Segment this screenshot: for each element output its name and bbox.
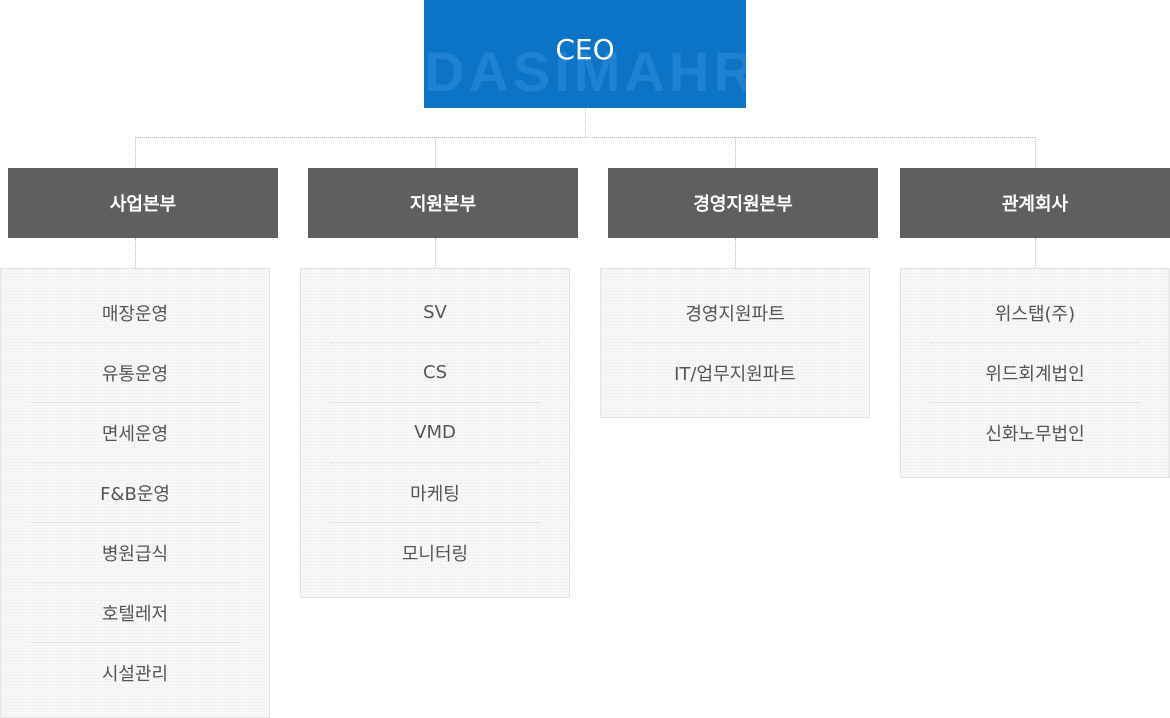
dept-connector <box>435 137 436 168</box>
ceo-watermark-logo: DASIMAHR <box>424 40 746 103</box>
dept-header-affiliates: 관계회사 <box>900 168 1170 238</box>
dept-units-support: SV CS VMD 마케팅 모니터링 <box>300 268 570 598</box>
sub-connector <box>435 238 436 268</box>
dept-units-business: 매장운영 유통운영 면세운영 F&B운영 병원급식 호텔레저 시설관리 <box>0 268 270 718</box>
unit-item: 유통운영 <box>31 342 239 402</box>
unit-item: 시설관리 <box>31 642 239 702</box>
unit-item: 매장운영 <box>101 303 169 325</box>
ceo-label: CEO <box>555 33 615 66</box>
dept-header-support: 지원본부 <box>308 168 578 238</box>
dept-units-management-support: 경영지원파트 IT/업무지원파트 <box>600 268 870 418</box>
ceo-node: DASIMAHR CEO <box>424 0 746 108</box>
unit-item: 경영지원파트 <box>685 303 785 325</box>
dept-connector <box>1035 137 1036 168</box>
unit-item: SV <box>423 302 447 323</box>
unit-item: 위드회계법인 <box>931 342 1139 402</box>
unit-item: 위스탭(주) <box>994 303 1076 325</box>
ceo-connector <box>585 108 586 137</box>
dept-units-affiliates: 위스탭(주) 위드회계법인 신화노무법인 <box>900 268 1170 478</box>
unit-item: CS <box>331 342 539 402</box>
dept-header-management-support: 경영지원본부 <box>608 168 878 238</box>
unit-item: 호텔레저 <box>31 582 239 642</box>
dept-connector <box>135 137 136 168</box>
dept-header-business: 사업본부 <box>8 168 278 238</box>
unit-item: 병원급식 <box>31 522 239 582</box>
sub-connector <box>135 238 136 268</box>
unit-item: VMD <box>331 402 539 462</box>
unit-item: IT/업무지원파트 <box>631 342 839 402</box>
unit-item: F&B운영 <box>31 462 239 522</box>
dept-connector <box>735 137 736 168</box>
sub-connector <box>1035 238 1036 268</box>
unit-item: 신화노무법인 <box>931 402 1139 462</box>
unit-item: 면세운영 <box>31 402 239 462</box>
unit-item: 모니터링 <box>331 522 539 582</box>
sub-connector <box>735 238 736 268</box>
branch-connector <box>135 137 1035 138</box>
unit-item: 마케팅 <box>331 462 539 522</box>
